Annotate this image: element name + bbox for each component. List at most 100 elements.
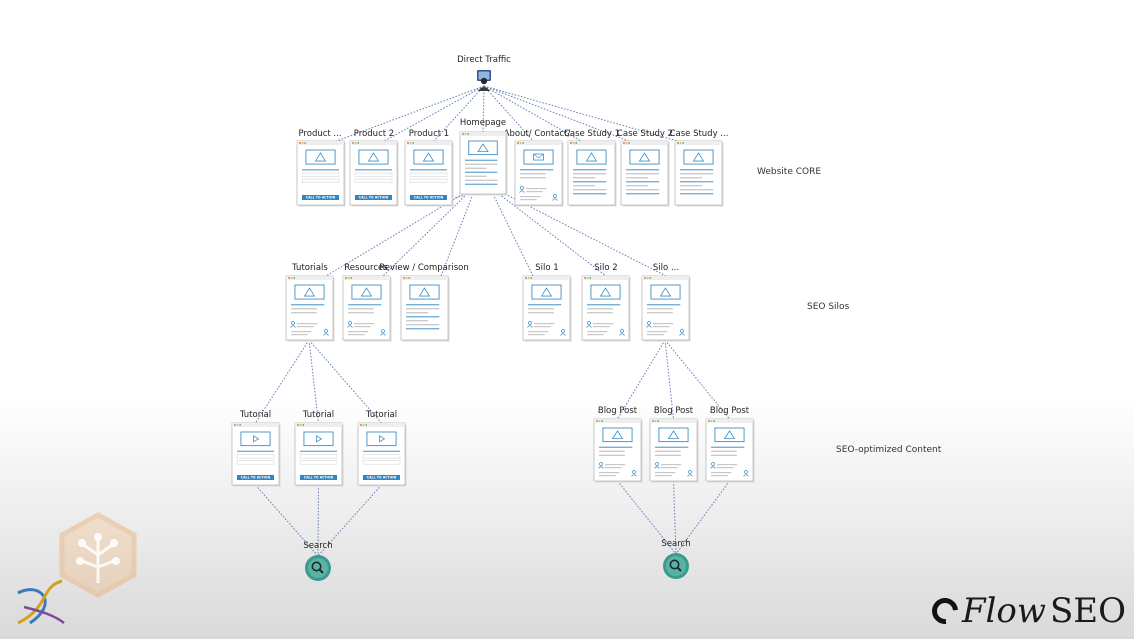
blog-post-page-1[interactable] — [593, 418, 643, 483]
image-placeholder-icon — [599, 287, 612, 297]
link-line — [504, 193, 667, 277]
cta-button-label: CALL TO ACTION — [367, 476, 397, 480]
silo-page-6[interactable] — [641, 275, 691, 342]
browser-bar — [460, 132, 506, 136]
window-dot — [682, 142, 685, 144]
person-icon — [655, 462, 659, 466]
person-icon — [620, 329, 624, 333]
core-page-2[interactable]: CALL TO ACTION — [349, 140, 399, 207]
brand-name-flow: Flow — [961, 591, 1046, 631]
window-dot — [586, 277, 589, 279]
cta-button-label: CALL TO ACTION — [359, 196, 389, 200]
cta-button-label: CALL TO ACTION — [304, 476, 334, 480]
window-dot — [628, 142, 631, 144]
browser-bar — [523, 276, 570, 280]
search-node-right[interactable] — [663, 553, 689, 579]
tutorial-page-1[interactable]: CALL TO ACTION — [231, 422, 281, 487]
page-label: Case Study 2 — [617, 129, 673, 139]
link-line — [617, 480, 677, 555]
tutorial-page-2[interactable]: CALL TO ACTION — [294, 422, 344, 487]
core-page-4[interactable] — [514, 140, 564, 207]
link-line — [664, 339, 730, 420]
page-label: Blog Post — [598, 406, 638, 416]
core-page-6[interactable] — [620, 140, 670, 207]
cta-button-label: CALL TO ACTION — [306, 196, 336, 200]
blog-post-page-2[interactable] — [649, 418, 699, 483]
browser-bar — [675, 141, 722, 145]
link-line — [492, 193, 534, 277]
link-line — [382, 193, 468, 277]
link-line — [308, 339, 319, 424]
homepage-node[interactable] — [459, 131, 508, 196]
play-icon — [379, 435, 386, 443]
link-line — [483, 85, 699, 148]
window-dot — [601, 420, 604, 422]
window-dot — [302, 424, 305, 426]
window-dot — [403, 277, 405, 279]
image-placeholder-icon — [360, 287, 373, 297]
silo-page-2[interactable] — [342, 275, 392, 342]
hero-image — [294, 284, 325, 300]
window-dot — [572, 142, 575, 144]
core-page-7[interactable] — [674, 140, 724, 207]
image-placeholder-icon — [638, 152, 651, 162]
window-dot — [357, 142, 360, 144]
browser-bar — [650, 419, 697, 423]
hero-image — [683, 149, 714, 165]
hero-image — [305, 149, 336, 165]
window-dot — [710, 420, 713, 422]
tutorial-page-3[interactable]: CALL TO ACTION — [357, 422, 407, 487]
page-label: Silo 2 — [594, 263, 617, 273]
window-dot — [345, 277, 347, 279]
play-icon — [316, 435, 323, 443]
window-dot — [596, 420, 598, 422]
search-node-left[interactable] — [305, 555, 331, 581]
hero-image — [358, 149, 389, 165]
brand-ring-icon — [926, 592, 964, 630]
person-icon — [632, 470, 636, 474]
silo-page-4[interactable] — [522, 275, 572, 342]
page-label: Tutorial — [365, 410, 397, 420]
image-placeholder-icon — [303, 287, 316, 297]
silo-page-1[interactable] — [285, 275, 335, 342]
page-label: Silo 1 — [535, 263, 558, 273]
link-line — [617, 339, 666, 420]
link-line — [317, 484, 319, 557]
hero-image — [590, 284, 621, 300]
user-monitor-icon — [477, 70, 491, 91]
silo-page-5[interactable] — [581, 275, 631, 342]
image-placeholder-icon — [418, 287, 431, 297]
browser-bar — [297, 141, 344, 145]
window-dot — [362, 424, 365, 426]
window-dot — [409, 142, 412, 144]
person-icon — [744, 470, 748, 474]
window-dot — [649, 277, 652, 279]
core-page-1[interactable]: CALL TO ACTION — [296, 140, 346, 207]
window-dot — [652, 420, 654, 422]
window-dot — [288, 277, 290, 279]
browser-bar — [642, 276, 689, 280]
window-dot — [570, 142, 572, 144]
browser-bar — [594, 419, 641, 423]
window-dot — [654, 420, 657, 422]
image-placeholder-icon — [585, 152, 598, 162]
core-page-3[interactable]: CALL TO ACTION — [404, 140, 454, 207]
hero-image — [531, 284, 562, 300]
tier-label-core: Website CORE — [757, 167, 821, 177]
core-page-5[interactable] — [567, 140, 617, 207]
browser-bar — [706, 419, 753, 423]
window-dot — [713, 420, 716, 422]
blog-post-page-3[interactable] — [705, 418, 755, 483]
window-dot — [239, 424, 242, 426]
window-dot — [467, 133, 470, 135]
person-icon — [680, 329, 684, 333]
link-line — [483, 85, 539, 148]
window-dot — [408, 277, 411, 279]
silo-page-3[interactable] — [400, 275, 450, 342]
page-label: Tutorial — [302, 410, 334, 420]
page-label: About/ Contact/ — [504, 129, 571, 139]
person-icon — [348, 321, 352, 325]
window-dot — [236, 424, 239, 426]
person-icon — [647, 321, 651, 325]
